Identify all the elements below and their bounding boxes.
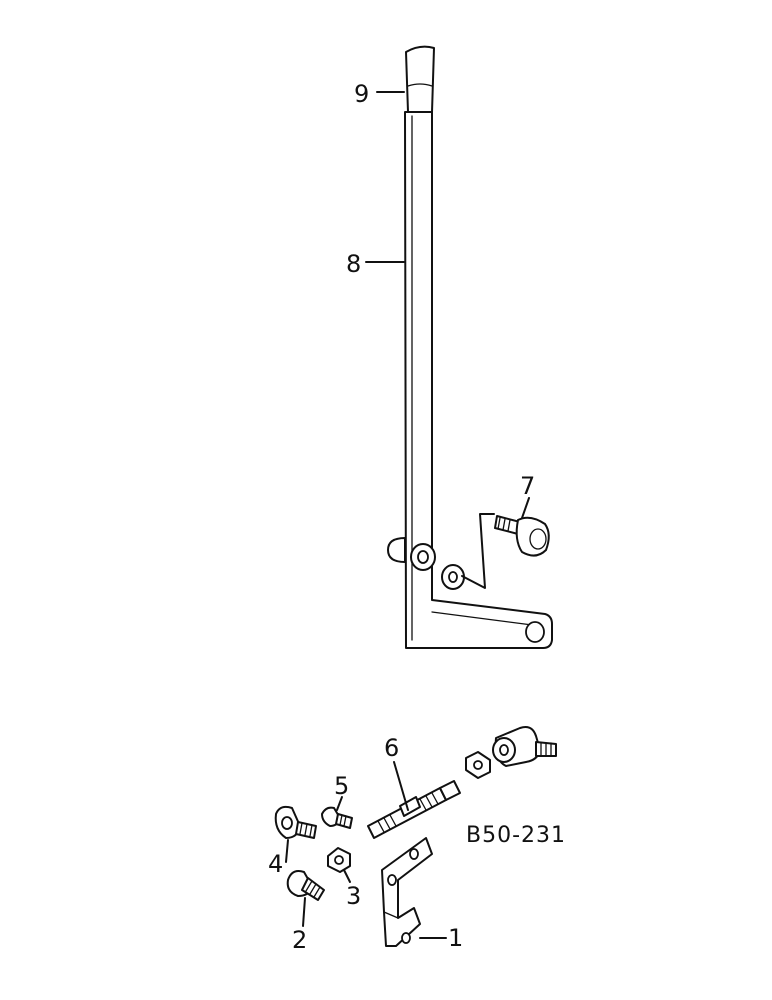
leader-4 [285,839,289,863]
grip-part [405,45,435,113]
ball-joint-lower-part [286,870,325,901]
leader-5 [336,796,343,811]
callout-8: 8 [346,250,361,278]
callout-leaders [285,91,530,939]
callout-4: 4 [268,850,283,878]
lever-part [387,111,553,649]
callout-1: 1 [448,924,463,952]
ball-joint-socket-part [274,805,317,839]
callout-7: 7 [520,472,535,500]
leader-3 [343,869,351,883]
leader-7 [521,497,530,519]
callout-9: 9 [354,80,369,108]
rod-part [367,780,461,839]
bracket-part [381,837,433,947]
reference-code: B50-231 [466,823,566,848]
bolt-part [321,806,353,829]
callout-2: 2 [292,926,307,954]
callout-6: 6 [384,734,399,762]
leader-2 [302,897,306,927]
nut-part [327,847,351,873]
callout-3: 3 [346,882,361,910]
callout-5: 5 [334,772,349,800]
pivot-bolt-part [494,515,550,557]
assembly-line [461,513,495,589]
callout-labels: 9 8 7 6 5 4 3 2 1 [268,80,535,954]
ball-joint-upper-part [492,726,557,767]
leader-6 [393,761,409,811]
nut-upper-part [465,751,491,779]
